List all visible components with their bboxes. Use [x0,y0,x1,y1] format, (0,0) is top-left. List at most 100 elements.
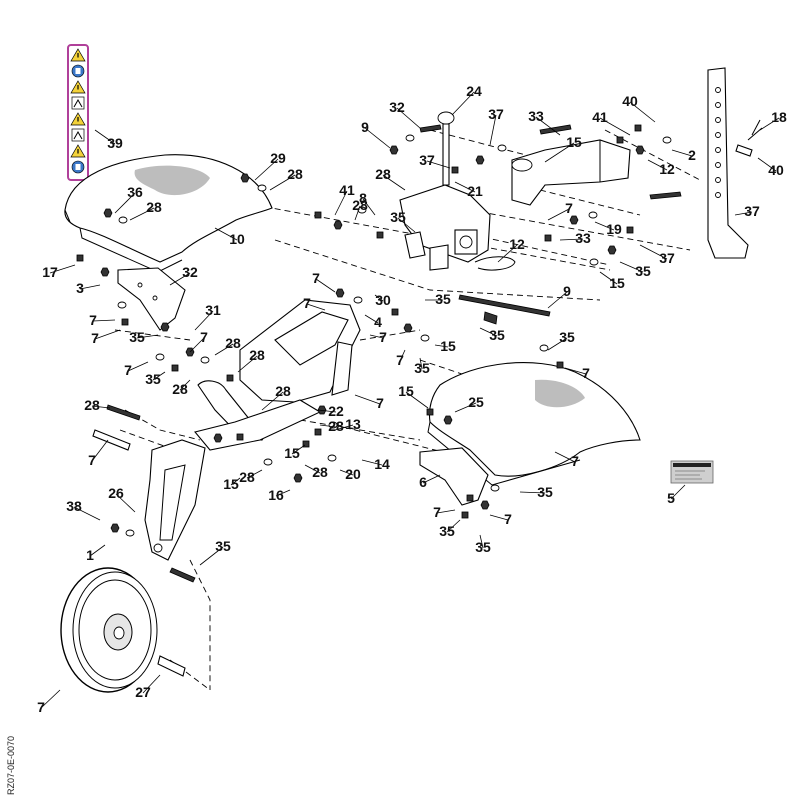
callout-label-7: 7 [565,200,573,216]
callout-leader-line [399,349,406,362]
callout-label-24: 24 [466,83,482,99]
hex-nut-icon [569,215,579,225]
callout-label-15: 15 [440,338,456,354]
washer-icon [497,144,507,152]
callout-leader-line [397,217,416,233]
callout-leader-line [489,514,509,521]
callout-leader-line [354,205,361,221]
callout-leader-line [436,509,456,514]
callout-leader-line [89,544,106,557]
washer-icon [125,529,135,537]
callout-leader-line [599,271,618,285]
callout-leader-line [73,506,101,521]
callout-leader-line [94,329,121,340]
lock-nut-icon [634,124,642,132]
callout-leader-line [269,174,296,191]
hex-nut-icon [389,145,399,155]
callout-label-35: 35 [635,263,651,279]
lock-nut-icon [171,364,179,372]
washer-icon [257,184,267,192]
callout-label-33: 33 [575,230,591,246]
callout-leader-line [671,149,693,157]
callout-label-28: 28 [352,197,368,213]
axle-pin [157,655,186,677]
callout-leader-line [374,294,384,302]
callout-leaders [40,91,780,709]
hex-nut-icon [335,288,345,298]
callout-label-35: 35 [439,523,455,539]
callout-label-7: 7 [88,452,96,468]
callout-leader-line [92,319,116,322]
washer-icon [539,344,549,352]
callout-label-28: 28 [172,381,188,397]
lock-nut-icon [226,374,234,382]
callout-label-7: 7 [504,511,512,527]
callout-leader-line [169,272,191,286]
washer-icon [118,216,128,224]
callout-leader-line [152,371,166,381]
callout-leader-line [339,469,354,476]
callout-label-35: 35 [559,329,575,345]
callout-label-7: 7 [376,395,384,411]
callout-label-40: 40 [768,162,784,178]
washer-icon [155,353,165,361]
foot-hazard-icon [71,128,85,142]
callout-leader-line [670,484,686,500]
callout-leader-line [554,451,576,463]
callout-leader-line [354,394,381,405]
callout-leader-line [362,198,376,216]
lock-nut-icon [426,408,434,416]
callout-label-14: 14 [374,456,390,472]
callout-label-38: 38 [66,498,82,514]
washer-icon [327,454,337,462]
lock-nut-icon [236,433,244,441]
callout-label-13: 13 [345,416,361,432]
callout-leader-line [479,327,498,337]
callout-label-3: 3 [76,280,84,296]
washer-icon [353,296,363,304]
callout-leader-line [405,391,429,409]
callout-leader-line [40,689,61,709]
lock-nut-icon [314,428,322,436]
hex-nut-icon [635,145,645,155]
callout-label-10: 10 [229,231,245,247]
callout-leader-line [619,261,644,273]
callout-label-28: 28 [239,469,255,485]
washer-icon [588,211,598,219]
callout-label-7: 7 [200,329,208,345]
callout-leader-line [422,474,441,484]
hex-nut-icon [103,208,113,218]
washer-icon [117,301,127,309]
callout-label-35: 35 [489,327,505,343]
callout-leader-line [214,343,234,356]
callout-label-26: 26 [108,485,124,501]
callout-label-15: 15 [398,383,414,399]
callout-leader-line [319,424,337,428]
warning-decal-strip [67,44,89,181]
callout-leader-line [254,158,279,181]
callout-leader-line [757,157,777,172]
callout-label-7: 7 [582,365,590,381]
callout-leader-line [237,355,258,373]
callout-label-21: 21 [467,183,483,199]
callout-leader-line [142,674,161,694]
callout-leader-line [451,91,475,116]
callout-leader-line [535,116,561,136]
callout-leader-line [559,238,584,241]
callout-label-15: 15 [566,134,582,150]
callout-label-2: 2 [688,147,696,163]
callout-leader-line [91,405,111,409]
hitch-swivel [511,139,631,206]
lock-nut-icon [616,136,624,144]
callout-leader-line [91,439,109,462]
callout-leader-line [639,244,668,260]
callout-leader-line [547,291,568,309]
callout-leader-line [291,444,306,455]
callout-label-29: 29 [270,150,286,166]
lock-nut-icon [626,226,634,234]
lock-nut-icon [466,494,474,502]
warning-triangle-icon [70,48,86,62]
callout-leader-line [479,534,484,549]
lock-nut-icon [461,511,469,519]
